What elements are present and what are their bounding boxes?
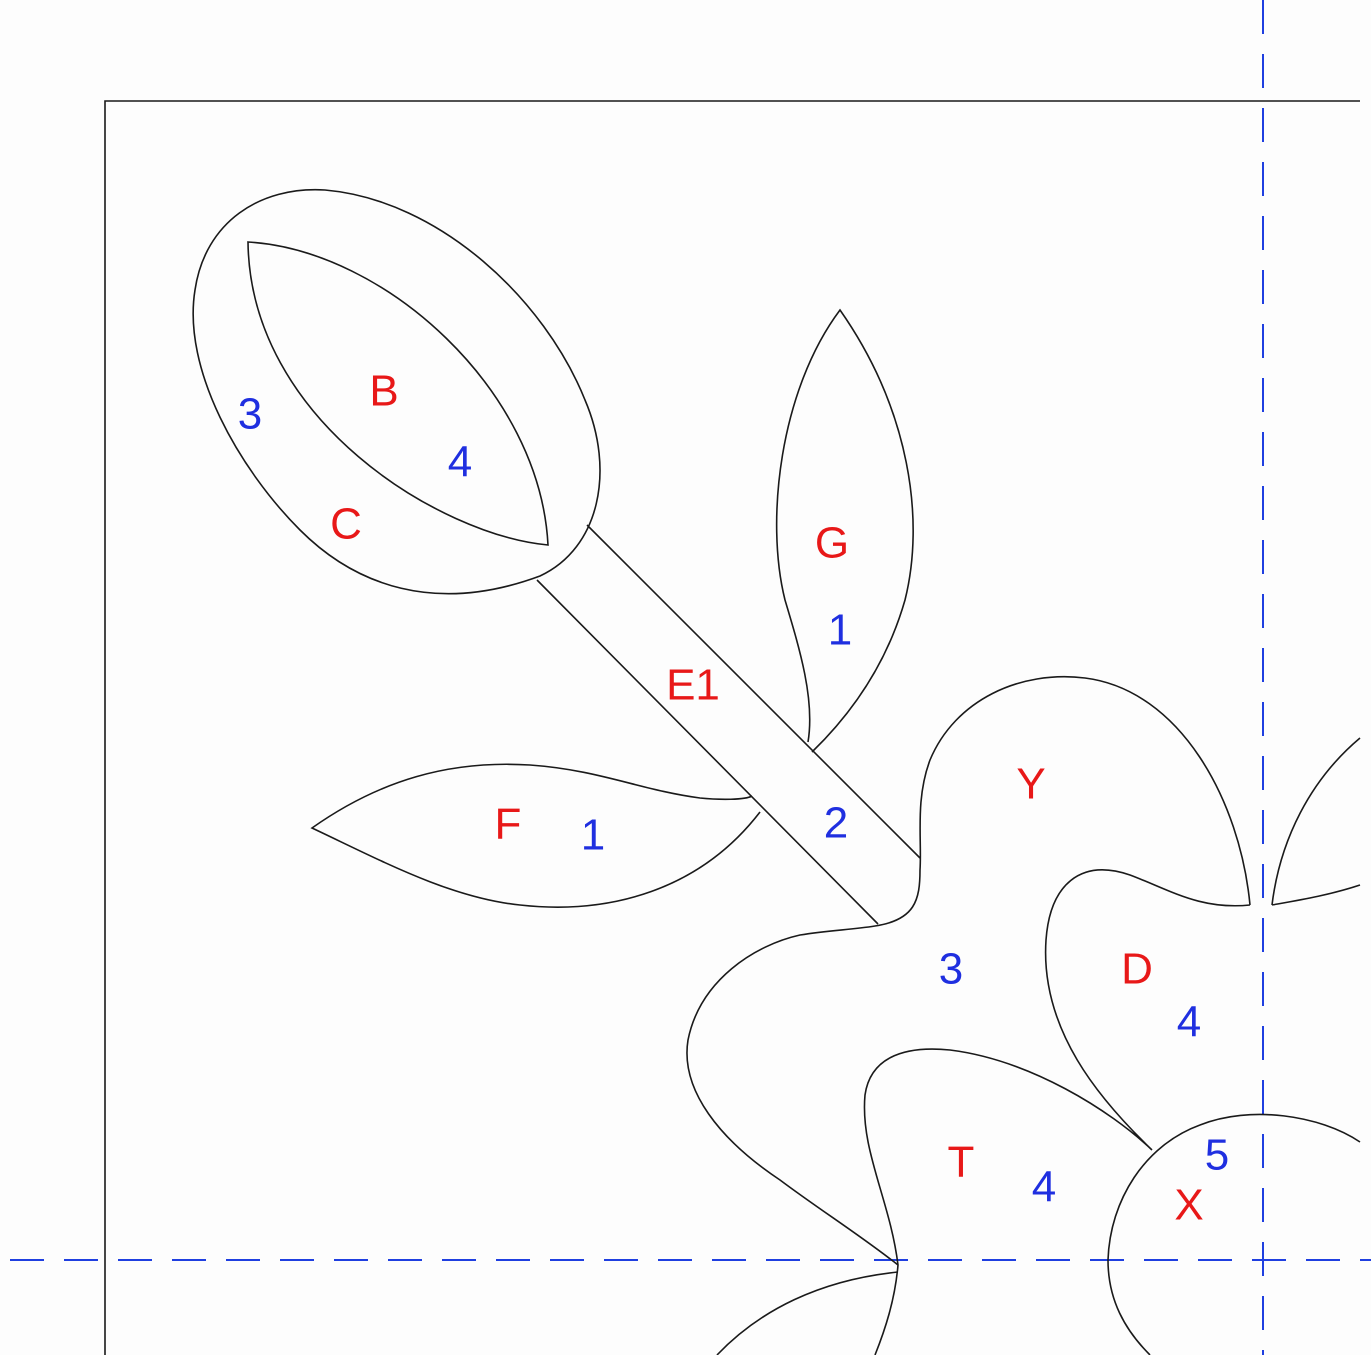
petal-fragment-right — [1271, 737, 1361, 906]
order-number-stem: 2 — [824, 799, 848, 848]
label-t: T — [948, 1138, 975, 1187]
order-number-leaf-g: 1 — [828, 606, 852, 655]
stem-shape-e1 — [536, 524, 921, 925]
label-f: F — [495, 800, 522, 849]
label-b: B — [369, 367, 398, 416]
label-e1: E1 — [666, 661, 720, 710]
leaf-shape-b — [247, 241, 549, 546]
leaf-shape-f — [310, 763, 761, 908]
order-number-oval: 3 — [238, 390, 262, 439]
label-y: Y — [1016, 760, 1045, 809]
label-x: X — [1174, 1181, 1203, 1230]
flower-shape-y — [686, 676, 1251, 1355]
petal-fragment-lower — [716, 1271, 899, 1355]
block-border — [104, 100, 1360, 1355]
order-number-petal-d: 4 — [1177, 998, 1201, 1047]
label-g: G — [815, 519, 849, 568]
order-number-flower: 3 — [939, 945, 963, 994]
order-number-leaf-f: 1 — [581, 811, 605, 860]
label-d: D — [1121, 945, 1153, 994]
center-circle-x — [1107, 1113, 1361, 1355]
order-number-leaf-b: 4 — [448, 438, 472, 487]
order-number-center: 5 — [1205, 1131, 1229, 1180]
leaf-shape-g — [775, 308, 914, 753]
label-c: C — [330, 500, 362, 549]
order-number-petal-t: 4 — [1032, 1163, 1056, 1212]
oval-shape-c — [192, 188, 601, 595]
